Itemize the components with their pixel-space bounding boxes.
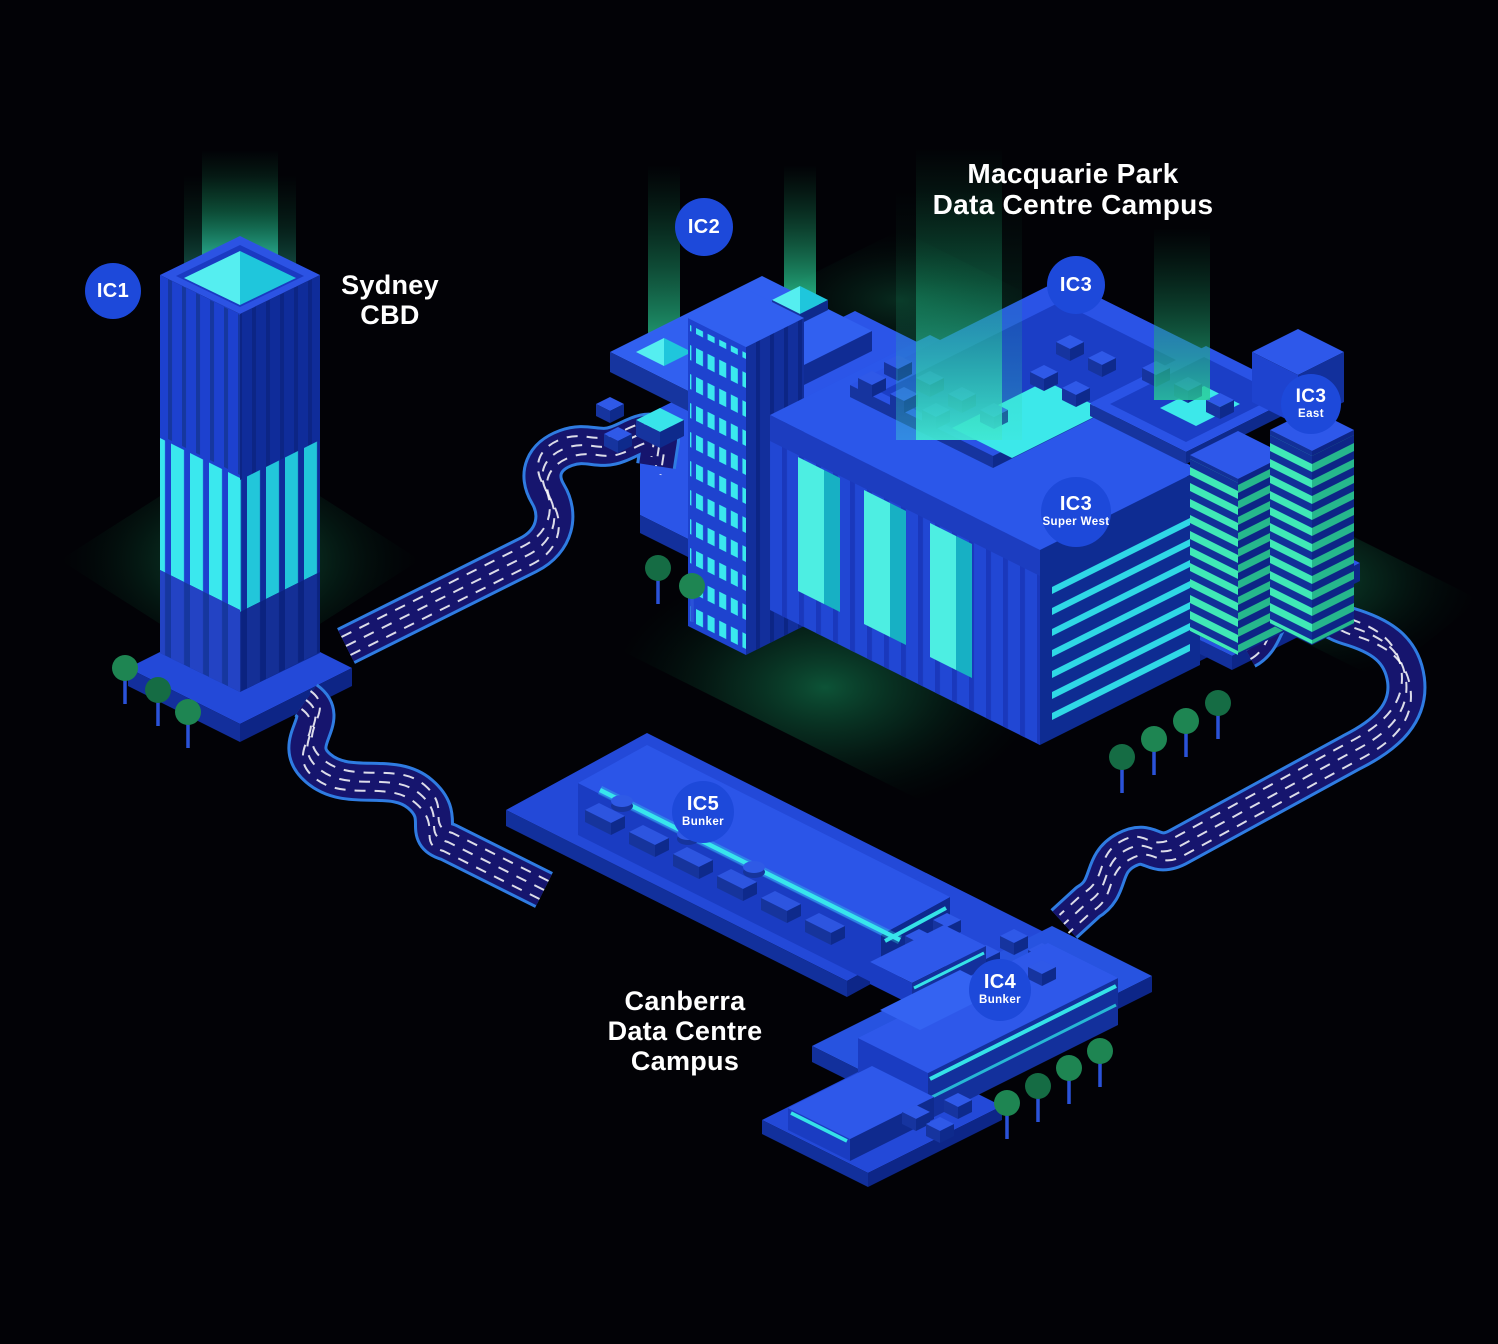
badge-title: IC3 [1059, 274, 1093, 296]
label-line: Data Centre Campus [932, 189, 1214, 221]
sydney-cbd-tower [160, 150, 320, 692]
label-line: Macquarie Park [967, 158, 1179, 189]
badge-ic3: IC3 [1047, 256, 1105, 314]
ic3-data-hall [770, 148, 1205, 745]
badge-ic2: IC2 [675, 198, 733, 256]
badge-subtitle: Bunker [681, 816, 725, 829]
label-line: CBD [360, 300, 420, 331]
sydney-rooftop-pad [184, 251, 296, 305]
ic4-stripe-light [929, 984, 1117, 1081]
badge-title: IC5 [686, 793, 720, 816]
badge-title: IC1 [96, 280, 130, 302]
ic2-light-beam [648, 165, 680, 350]
badge-ic3-east: IC3 East [1281, 374, 1341, 434]
badge-subtitle: Bunker [978, 994, 1022, 1007]
label-line: Data Centre [607, 1016, 763, 1047]
label-line: Canberra [624, 986, 746, 1016]
canberra-campus-label: Canberra Data Centre Campus [608, 986, 763, 1077]
badge-title: IC3 [1295, 385, 1327, 407]
east-roof-section [1090, 228, 1302, 464]
road-sydney-to-ic5 [287, 683, 553, 908]
badge-subtitle: East [1298, 407, 1324, 420]
label-line: Campus [630, 1046, 740, 1077]
badge-ic3-super-west: IC3 Super West [1041, 477, 1111, 547]
badge-ic4-bunker: IC4 Bunker [969, 959, 1031, 1021]
badge-title: IC4 [983, 971, 1017, 994]
ic3-super-west-stripes [1052, 507, 1190, 727]
badge-ic1: IC1 [85, 263, 141, 319]
ic5-roof-ridges [585, 795, 845, 945]
label-line: Sydney [341, 270, 439, 300]
badge-subtitle: Super West [1042, 516, 1110, 529]
badge-title: IC2 [687, 216, 721, 238]
badge-title: IC3 [1059, 493, 1093, 516]
macquarie-park-label: Macquarie Park Data Centre Campus [933, 158, 1214, 221]
east-light-beam [1154, 228, 1210, 400]
canberra-annex-building [788, 1066, 972, 1161]
road-sydney-to-campus [337, 412, 680, 664]
sydney-cbd-label: Sydney CBD [341, 270, 439, 330]
badge-ic5-bunker: IC5 Bunker [672, 781, 734, 843]
